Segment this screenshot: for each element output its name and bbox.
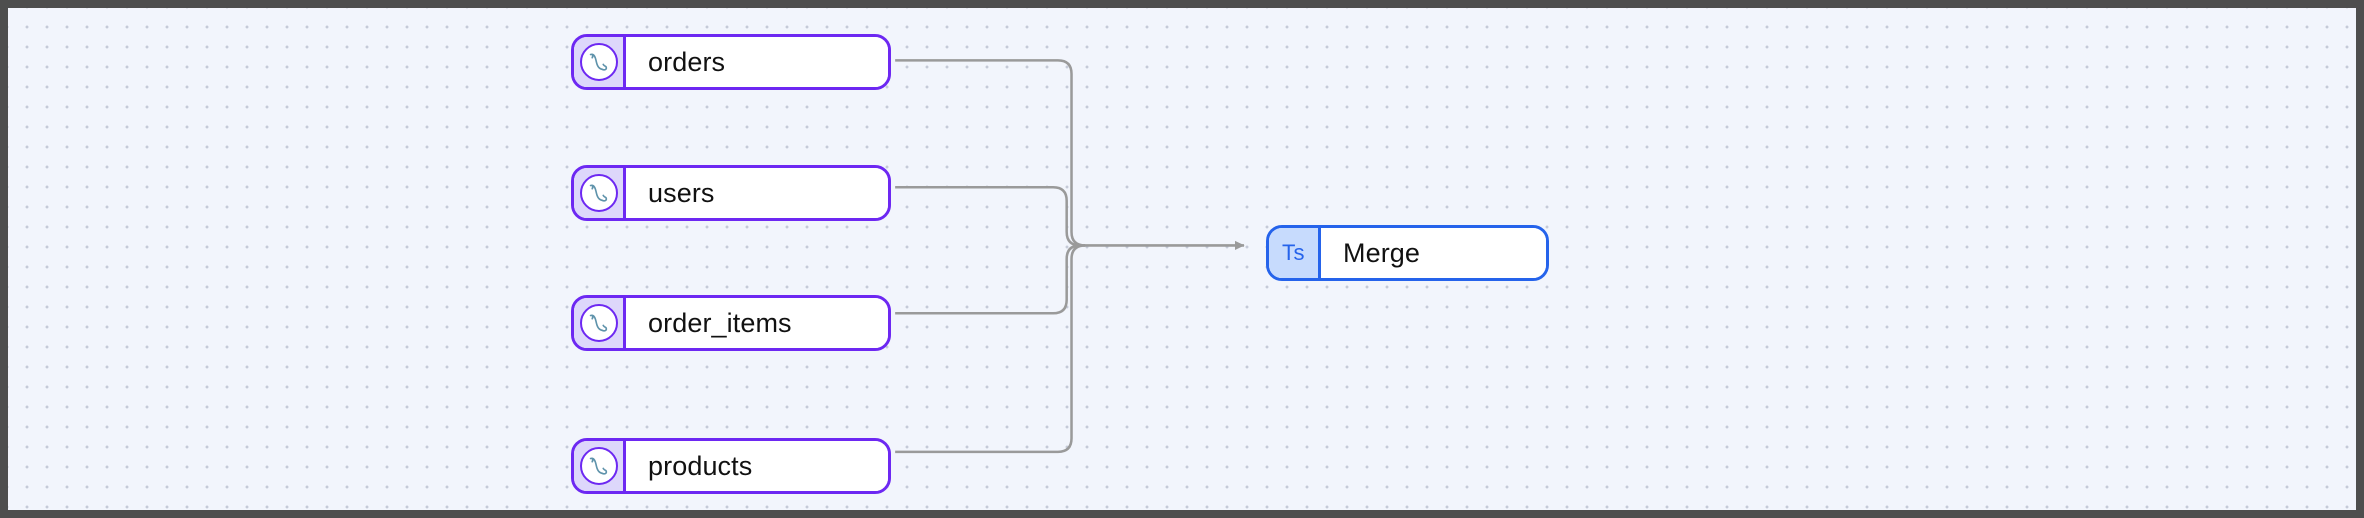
typescript-badge-icon: Ts — [1269, 228, 1321, 278]
node-title: products — [626, 441, 888, 491]
node-merge[interactable]: Ts Merge — [1266, 225, 1549, 281]
mysql-icon-panel — [574, 441, 626, 491]
edge-products-to-merge — [895, 244, 1086, 454]
mysql-dolphin-icon — [579, 447, 618, 485]
mysql-icon-panel — [574, 298, 626, 348]
mysql-icon-panel — [574, 168, 626, 218]
mysql-dolphin-icon — [579, 43, 618, 81]
node-title: users — [626, 168, 888, 218]
mysql-dolphin-icon — [579, 304, 618, 342]
node-title: orders — [626, 37, 888, 87]
node-title: Merge — [1321, 228, 1546, 278]
edge-order-items-to-merge — [895, 244, 1081, 315]
mysql-icon-panel — [574, 37, 626, 87]
node-orders[interactable]: orders — [571, 34, 891, 90]
node-title: order_items — [626, 298, 888, 348]
edge-orders-to-merge — [895, 59, 1086, 247]
node-products[interactable]: products — [571, 438, 891, 494]
edge-users-to-merge — [895, 186, 1081, 247]
edge-layer — [895, 59, 1245, 454]
dot-grid-canvas[interactable]: orders users — [8, 8, 2356, 510]
mysql-dolphin-icon — [579, 174, 618, 212]
node-users[interactable]: users — [571, 165, 891, 221]
node-order-items[interactable]: order_items — [571, 295, 891, 351]
